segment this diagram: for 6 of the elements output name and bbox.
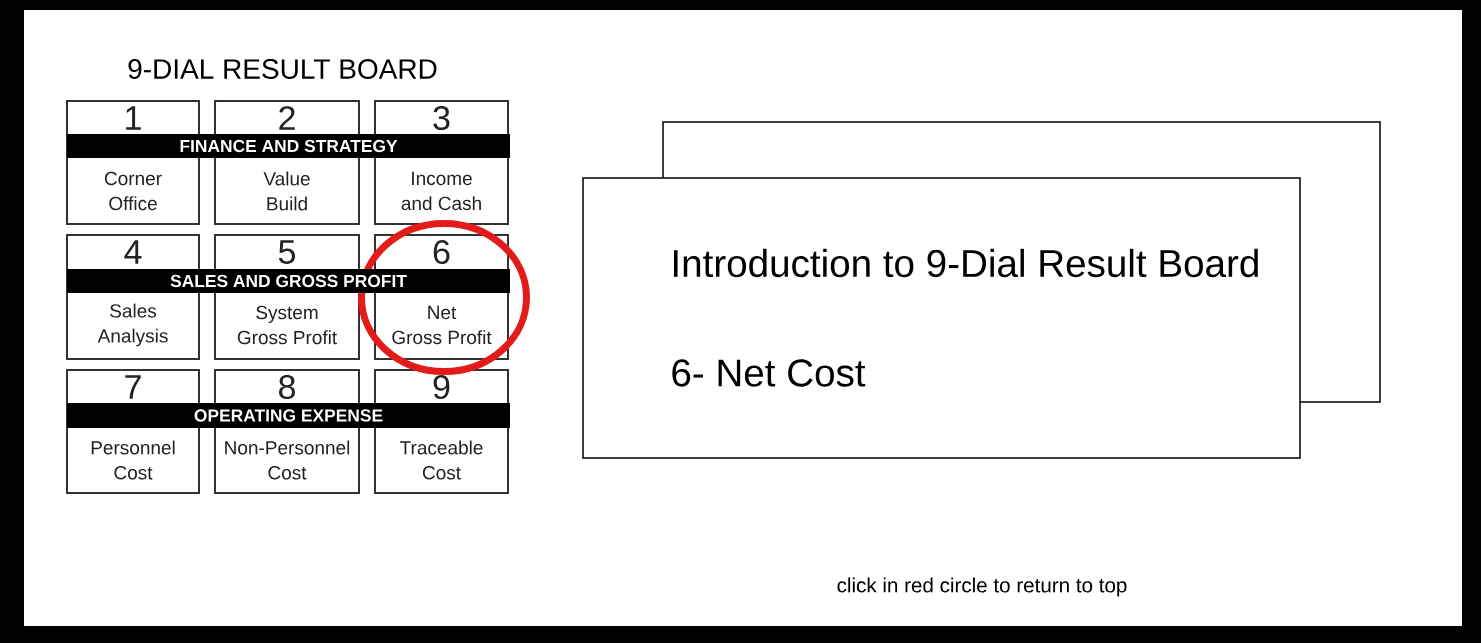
title: 9-DIAL RESULT BOARD xyxy=(128,59,437,79)
category-band: OPERATING EXPENSE xyxy=(67,403,510,428)
category-band: SALES AND GROSS PROFIT xyxy=(67,269,510,293)
instruction-text: click in red circle to return to top xyxy=(837,577,1127,597)
category-band: FINANCE AND STRATEGY xyxy=(67,134,510,158)
slide-card: Introduction to 9-Dial Result Board 6- Net Cost xyxy=(582,177,1301,459)
